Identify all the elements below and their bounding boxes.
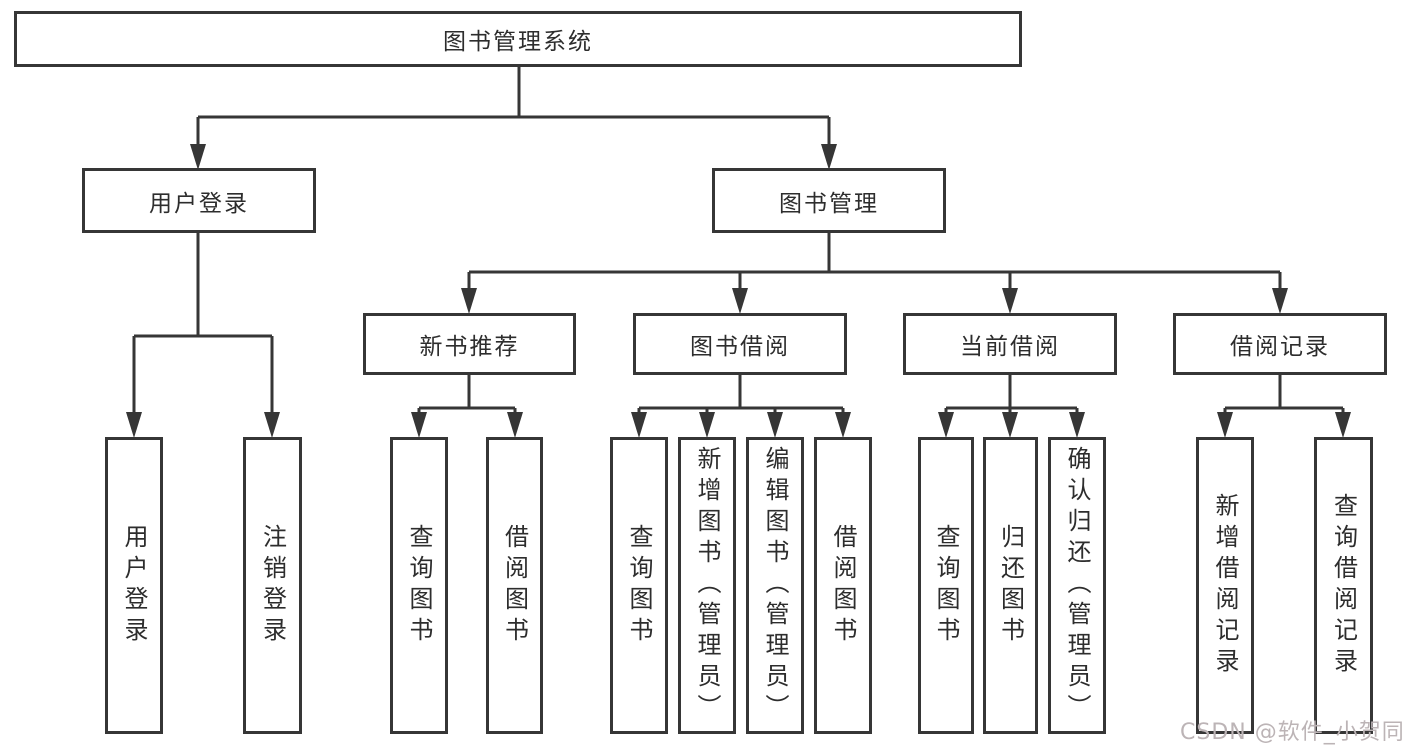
node-borrow-records: 借阅记录 <box>1173 313 1387 375</box>
leaf-edit-books-admin: 编辑图书（管理员） <box>746 437 804 734</box>
leaf-return-books: 归还图书 <box>983 437 1038 734</box>
leaf-query-borrow-record: 查询借阅记录 <box>1314 437 1373 734</box>
leaf-borrow-books-recommend: 借阅图书 <box>486 437 543 734</box>
leaf-borrow-books: 借阅图书 <box>814 437 872 734</box>
node-book-borrow: 图书借阅 <box>633 313 847 375</box>
node-root-system: 图书管理系统 <box>14 11 1022 67</box>
leaf-confirm-return-admin: 确认归还（管理员） <box>1048 437 1106 734</box>
leaf-add-books-admin: 新增图书（管理员） <box>678 437 736 734</box>
leaf-query-books-borrow: 查询图书 <box>610 437 668 734</box>
node-current-borrow: 当前借阅 <box>903 313 1117 375</box>
csdn-watermark: CSDN @软件_小贺同学 <box>1180 720 1405 745</box>
node-user-login: 用户登录 <box>82 168 316 233</box>
leaf-user-login: 用户登录 <box>105 437 163 734</box>
node-book-management: 图书管理 <box>712 168 946 233</box>
leaf-logout: 注销登录 <box>243 437 302 734</box>
leaf-query-books-current: 查询图书 <box>918 437 974 734</box>
node-new-book-recommend: 新书推荐 <box>363 313 576 375</box>
leaf-query-books-recommend: 查询图书 <box>390 437 448 734</box>
leaf-add-borrow-record: 新增借阅记录 <box>1196 437 1254 734</box>
